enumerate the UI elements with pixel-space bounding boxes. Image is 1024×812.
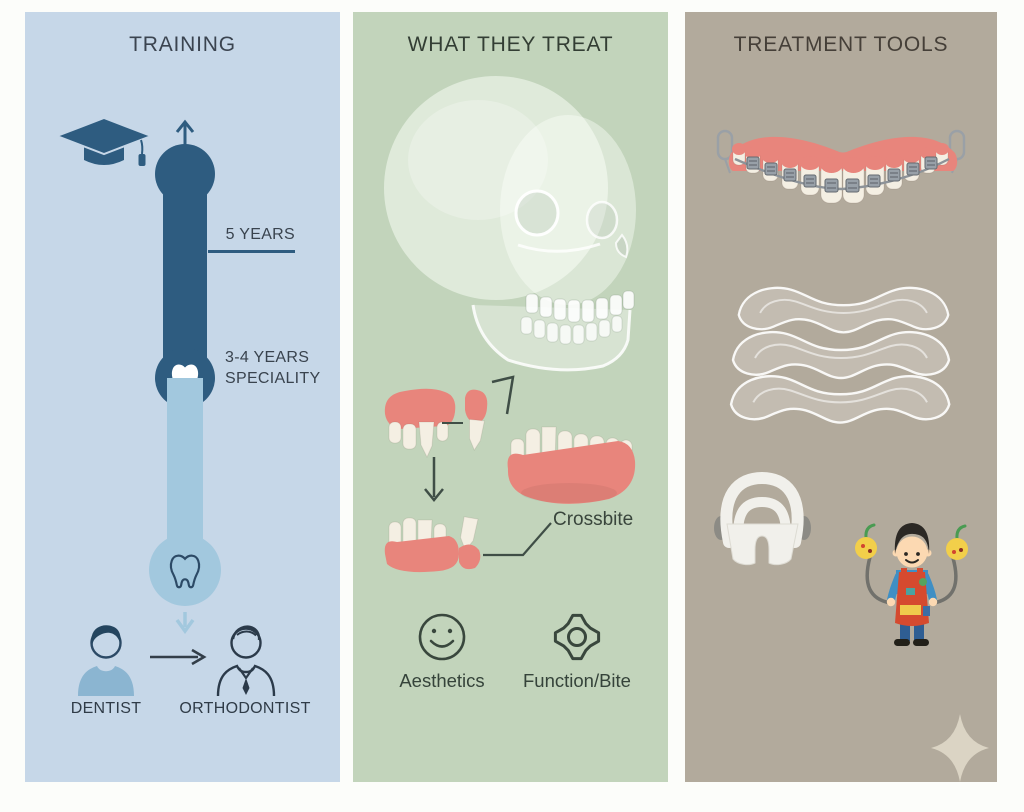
training-timeline	[149, 119, 221, 634]
smiley-icon	[418, 613, 466, 661]
clear-aligners-illustration	[729, 286, 951, 424]
timeline-end-node	[149, 534, 221, 606]
right-arrow-icon	[150, 648, 207, 666]
function-bite-label: Function/Bite	[523, 670, 631, 691]
lower-teeth-illustration	[507, 426, 636, 504]
timeline-dark-bar	[163, 174, 207, 378]
child-patient-illustration	[855, 523, 968, 646]
down-arrow-icon	[175, 612, 195, 634]
braces-illustration	[716, 129, 966, 204]
orthodontist-label: ORTHODONTIST	[179, 700, 311, 717]
speciality-line2: SPECIALITY	[225, 370, 321, 387]
training-title: TRAINING	[129, 33, 236, 56]
treatment-tools-title: TREATMENT TOOLS	[733, 33, 949, 56]
panel-what-they-treat: WHAT THEY TREAT	[353, 12, 668, 782]
five-years-label: 5 YEARS	[208, 226, 295, 253]
tooth-outline-icon	[169, 554, 201, 589]
gap-teeth-illustration	[384, 388, 488, 459]
what-they-treat-title: WHAT THEY TREAT	[407, 33, 614, 56]
check-mark-line	[491, 375, 515, 415]
skull-xray-illustration	[384, 76, 636, 372]
dentist-icon	[78, 625, 134, 696]
headgear-illustration	[714, 471, 811, 566]
speciality-label: 3-4 YEARS SPECIALITY	[225, 347, 320, 389]
panel-treatment-tools: TREATMENT TOOLS	[685, 12, 997, 782]
graduation-cap-icon	[54, 116, 154, 166]
crossbite-connector-line	[483, 522, 552, 557]
aesthetics-label: Aesthetics	[399, 670, 485, 691]
crossbite-teeth-illustration	[384, 516, 481, 573]
speciality-line1: 3-4 YEARS	[225, 349, 310, 366]
gear-icon	[553, 613, 601, 661]
dentist-label: DENTIST	[70, 700, 142, 717]
crossbite-label: Crossbite	[553, 509, 634, 530]
down-arrow-icon	[424, 457, 444, 502]
orthodontist-icon	[216, 625, 276, 696]
panel-training: TRAINING	[25, 12, 340, 782]
sparkle-icon	[931, 714, 989, 782]
